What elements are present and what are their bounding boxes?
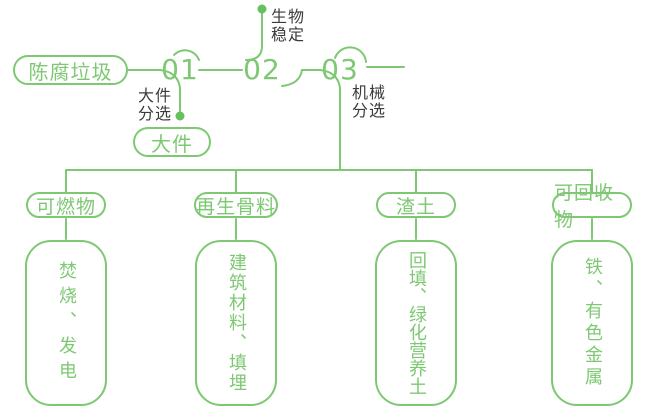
- product-text: 铁、有色金属: [582, 257, 603, 389]
- product-box-slag: 回填、绿化营养土: [375, 240, 457, 406]
- under-curl-02: [281, 69, 303, 87]
- product-text: 建筑材料、填埋: [226, 253, 247, 393]
- output-pill-bulky: 大件: [133, 127, 211, 157]
- category-pill-recyclables: 可回收物: [552, 182, 632, 231]
- stage-number-01: 01: [161, 53, 199, 86]
- source-label: 陈腐垃圾: [28, 59, 113, 84]
- product-box-aggregate: 建筑材料、填埋: [195, 240, 277, 406]
- product-box-combustibles: 焚烧、发电: [25, 240, 107, 406]
- stage-number-02: 02: [243, 53, 281, 86]
- product-text: 焚烧、发电: [56, 260, 77, 386]
- output-pill-bulky-label: 大件: [151, 131, 193, 156]
- hook-arc-01: [173, 49, 200, 61]
- category-pill-aggregate: 再生骨料: [194, 192, 278, 218]
- category-pill-slag: 渣土: [376, 192, 456, 218]
- hook-arc-03: [334, 46, 367, 63]
- riser-line-02: [245, 12, 263, 61]
- drop-line-03: [319, 69, 341, 171]
- category-pill-combustibles: 可燃物: [26, 192, 106, 218]
- category-label: 渣土: [395, 195, 436, 218]
- category-label: 可回收物: [554, 182, 615, 231]
- category-label: 可燃物: [35, 195, 96, 218]
- source-pill: 陈腐垃圾: [13, 55, 128, 85]
- drop-line-01: [159, 69, 181, 112]
- product-box-recyclables: 铁、有色金属: [551, 240, 633, 406]
- process-label-mechanical-sorting: 机械 分选: [352, 83, 387, 120]
- flow-dot-bio: [257, 4, 267, 14]
- process-label-bio-stabilization: 生物 稳定: [271, 7, 306, 44]
- stage-number-03: 03: [321, 53, 359, 86]
- process-label-bulky-sorting: 大件 分选: [138, 86, 173, 123]
- product-text: 回填、绿化营养土: [406, 251, 427, 395]
- flow-dot-bulky: [175, 111, 185, 121]
- category-label: 再生骨料: [196, 195, 277, 218]
